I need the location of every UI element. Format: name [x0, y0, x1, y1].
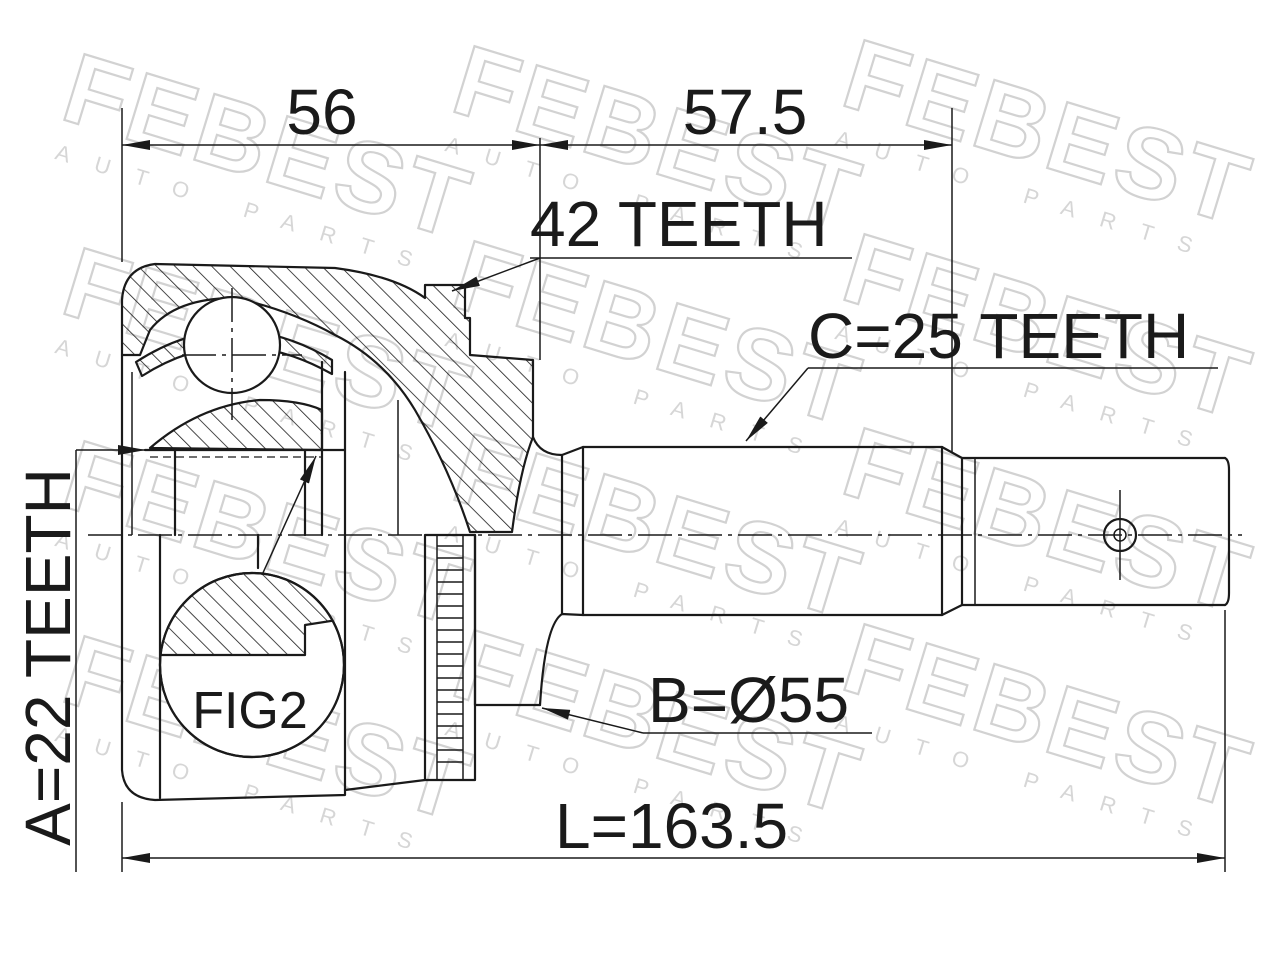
inner-spline-label: A=22 TEETH: [12, 468, 84, 846]
fig2-leader: [261, 455, 317, 576]
abs-ring-teeth: [437, 545, 463, 763]
shaft-spline-leader: [745, 367, 809, 442]
abs-ring-label: B=Ø55: [648, 664, 849, 736]
dimension-56-label: 56: [286, 76, 357, 148]
shaft-end-face: [1223, 456, 1231, 607]
shaft-spline-label: C=25 TEETH: [808, 300, 1189, 372]
dimension-57-5-label: 57.5: [683, 76, 808, 148]
overall-length-label: L=163.5: [555, 790, 788, 862]
housing-teeth-label: 42 TEETH: [530, 188, 828, 260]
stem-outline-lower: [343, 778, 427, 792]
housing-outline-lower: [120, 533, 347, 802]
stub-outline-lower: [473, 533, 542, 707]
abs-ring-leader: [541, 707, 644, 734]
fig2-label: FIG2: [192, 682, 308, 740]
shaft-outline-top: [531, 435, 1227, 460]
shaft-outline-bottom: [538, 603, 1227, 707]
housing-teeth-leader: [451, 257, 541, 292]
inner-race-section: [148, 398, 324, 452]
fig2-detail-outline: [158, 571, 346, 759]
